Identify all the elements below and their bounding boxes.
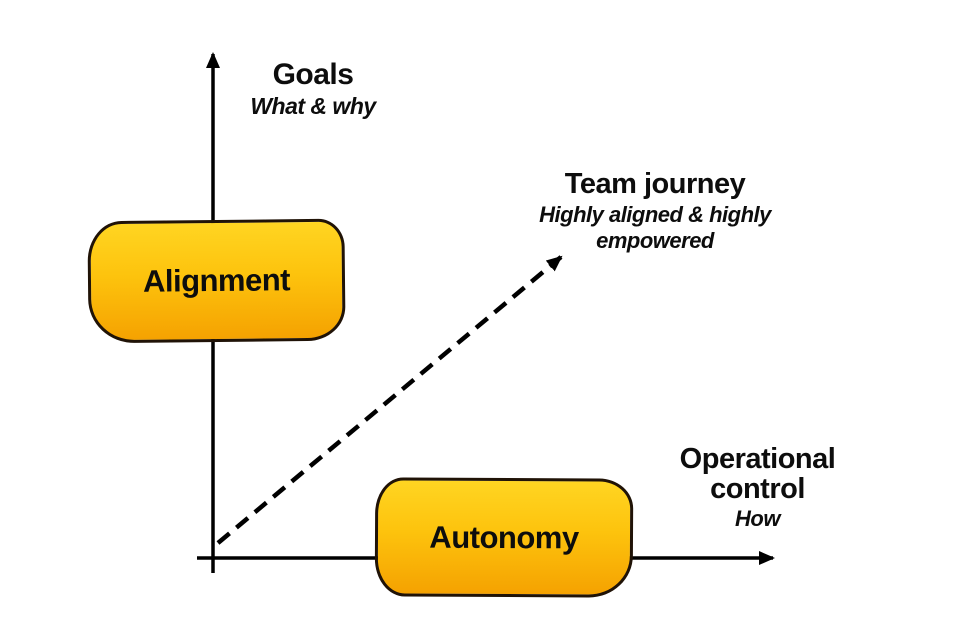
trajectory-label: Team journey: [564, 168, 746, 200]
team-journey-dashed-arrow: [216, 255, 563, 545]
y-axis-label: Goals: [272, 58, 354, 91]
node-alignment: Alignment: [87, 218, 346, 344]
node-autonomy: Autonomy: [374, 477, 634, 598]
trajectory-title: Team journey Highly aligned & highly emp…: [495, 168, 815, 253]
x-axis-label: Operational control: [679, 443, 836, 506]
x-axis-sublabel: How: [735, 505, 780, 531]
node-alignment-label: Alignment: [142, 262, 291, 299]
node-autonomy-label: Autonomy: [429, 519, 579, 555]
y-axis-title: Goals What & why: [193, 58, 433, 119]
trajectory-sublabel: Highly aligned & highly empowered: [539, 202, 771, 253]
y-axis-sublabel: What & why: [250, 92, 376, 119]
x-axis-title: Operational control How: [655, 444, 860, 532]
